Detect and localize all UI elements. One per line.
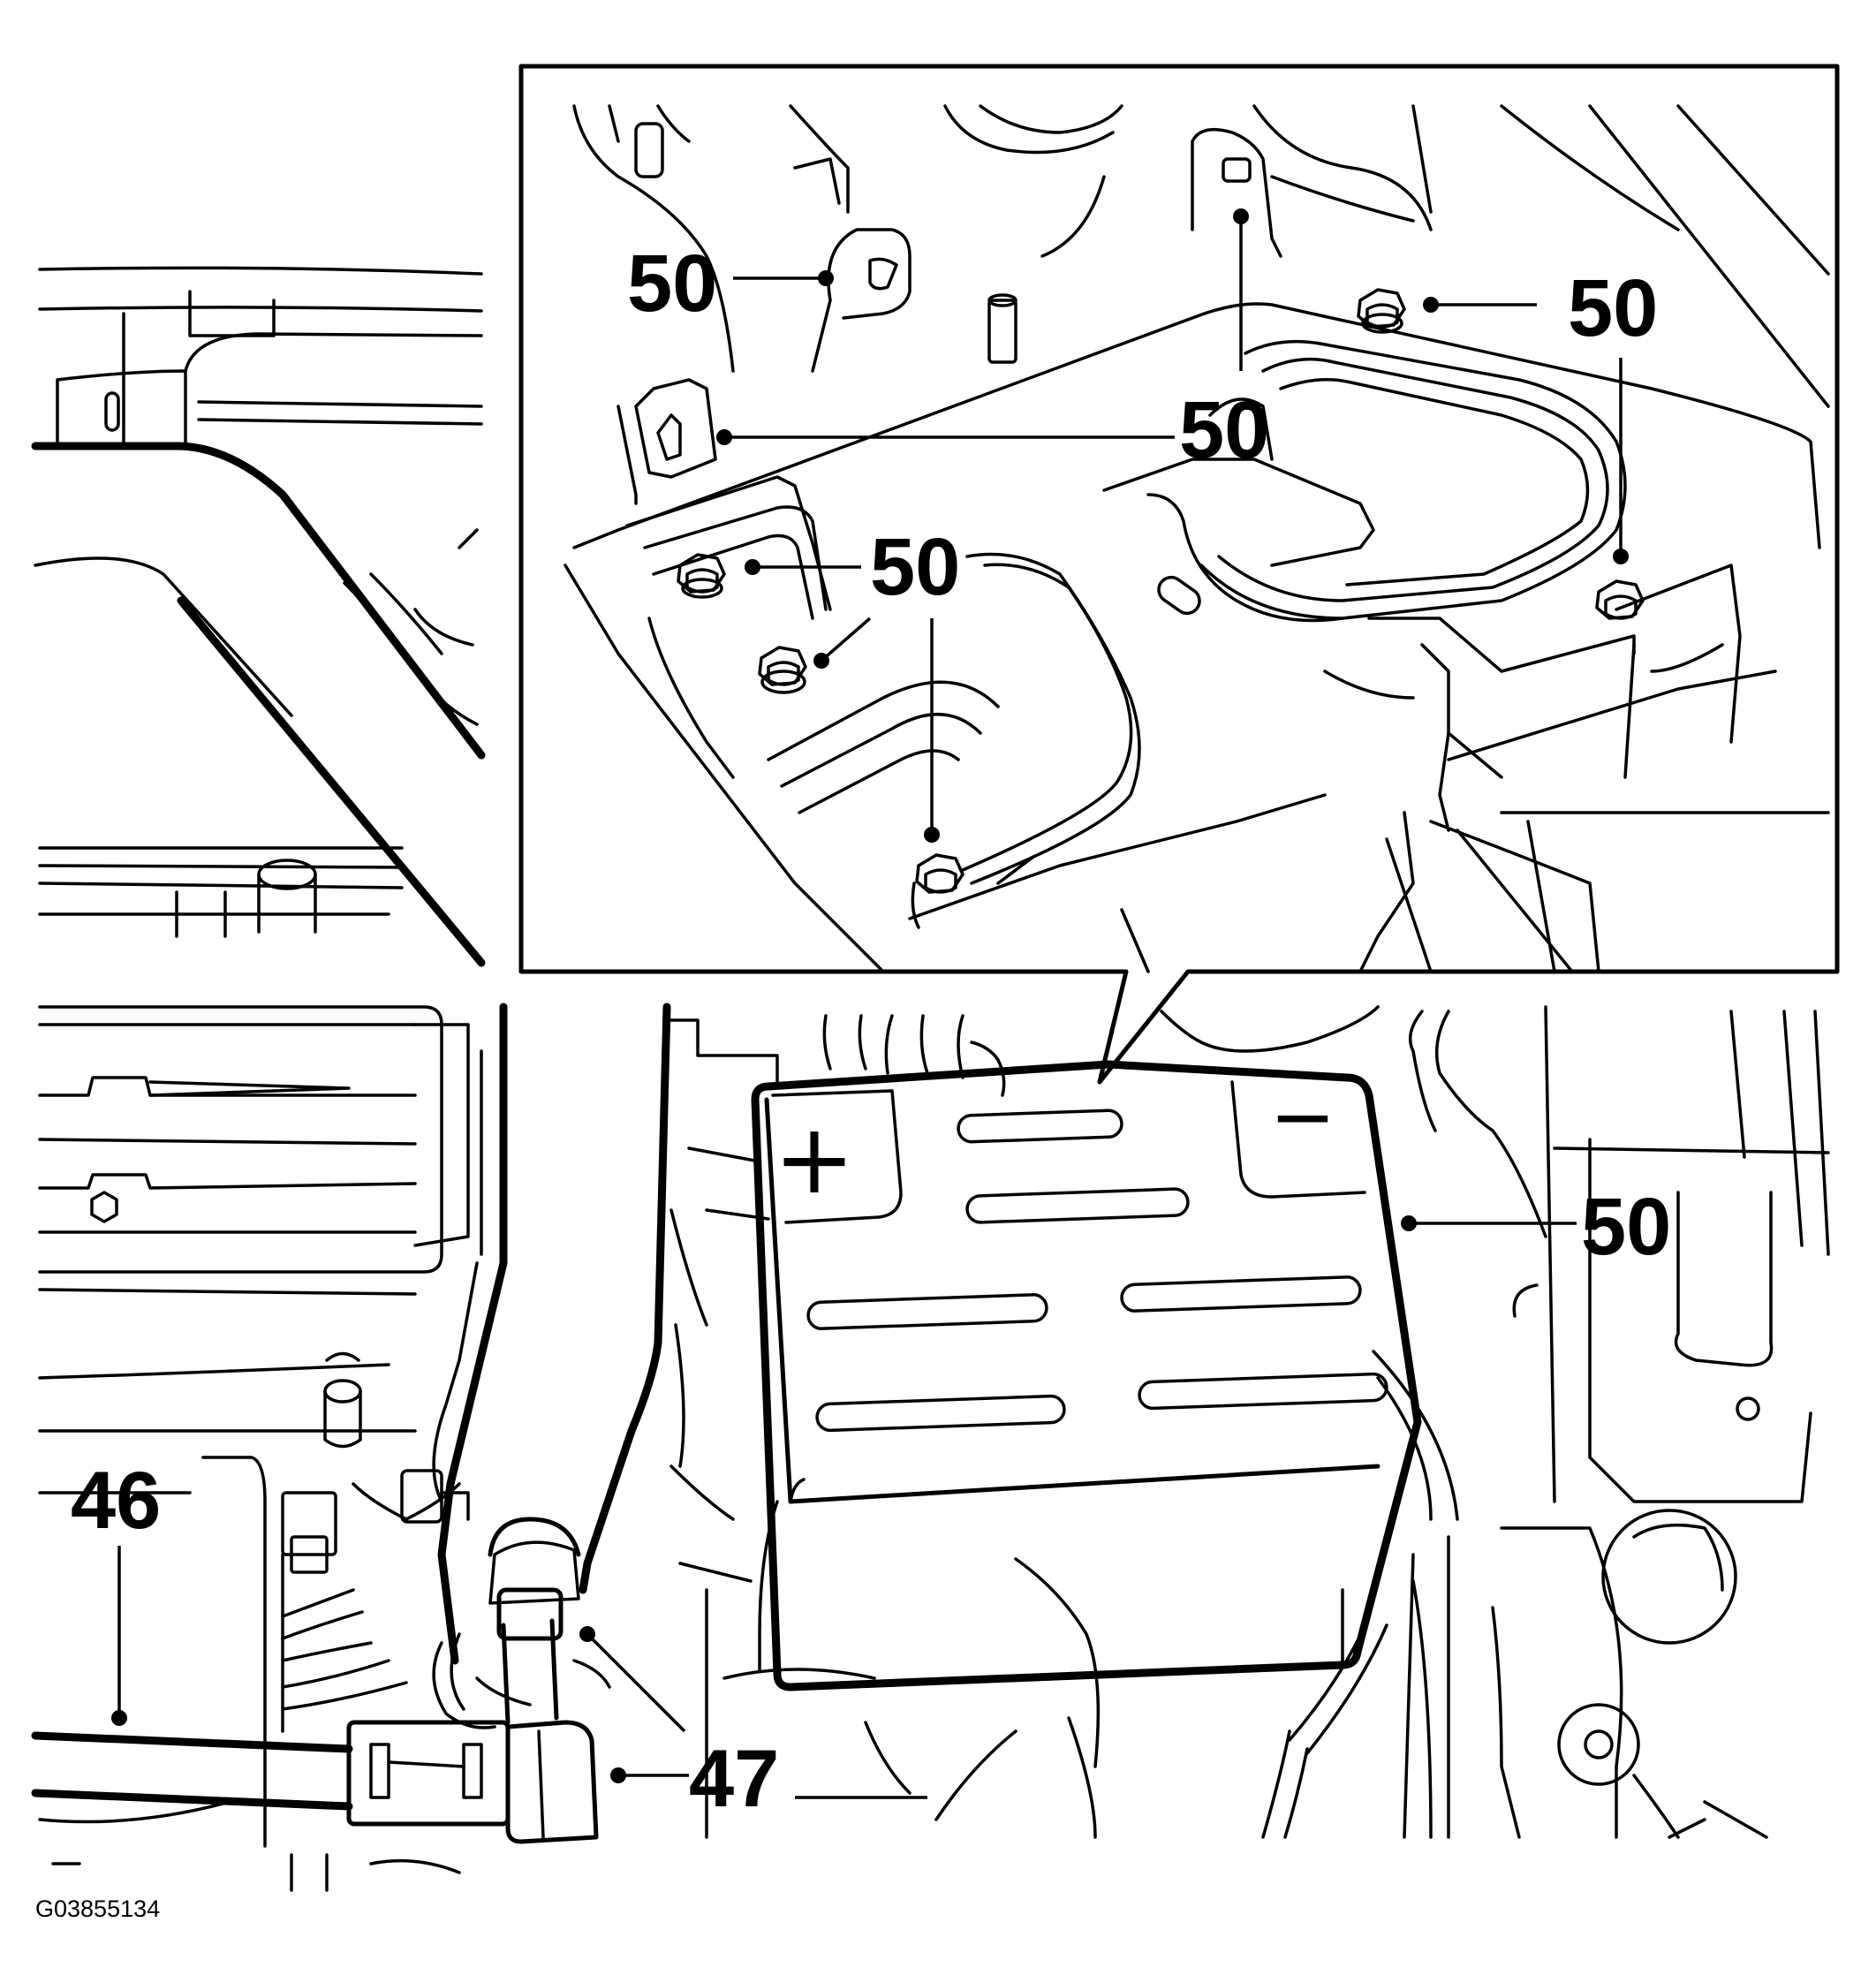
callout-50-tray-bolt: 50	[1568, 263, 1658, 353]
inset-detail: 50 50 50 50	[518, 64, 1840, 1085]
figure-id-label: G03855134	[35, 1896, 160, 1922]
battery-compartment-linework	[432, 1003, 1830, 1839]
battery: + −	[751, 1060, 1422, 1691]
callout-50-tray-bolt: 50	[1179, 385, 1269, 475]
callout-47-connector: 47	[689, 1734, 779, 1824]
tray-bolt-left-lower	[758, 646, 807, 694]
callout-46-wiring-harness: 46	[71, 1456, 161, 1546]
main-callouts: 50 46 47	[71, 1182, 1671, 1824]
callout-50-tray-bolt: 50	[870, 522, 960, 612]
tray-bolt-bottom	[911, 853, 964, 929]
tray-bolt-right-lower	[1595, 579, 1645, 620]
positive-terminal-symbol: +	[774, 1102, 855, 1215]
callout-50-battery: 50	[1581, 1182, 1671, 1272]
negative-terminal-symbol: −	[1269, 1071, 1335, 1163]
battery-tray-linework	[564, 104, 1830, 973]
connector-assembly	[31, 1517, 611, 1844]
engine-bay-left-linework	[31, 266, 486, 1892]
tray-bolt-top-right	[1357, 288, 1406, 334]
tray-bolt-left-upper	[677, 553, 726, 599]
inset-callout-leaders	[716, 208, 1629, 843]
callout-50-tray-bolt: 50	[627, 238, 717, 329]
inset-callout-labels: 50 50 50 50	[627, 238, 1658, 612]
